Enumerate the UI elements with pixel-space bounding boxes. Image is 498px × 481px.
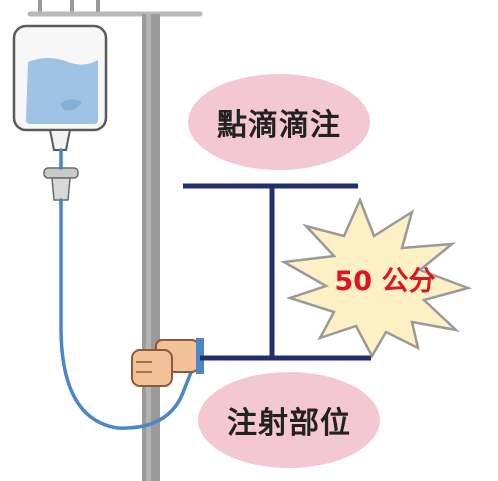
height-bracket bbox=[183, 183, 371, 361]
iv-bag bbox=[12, 24, 108, 151]
drip-chamber bbox=[43, 167, 79, 201]
drip-site-label: 點滴滴注 bbox=[188, 74, 370, 170]
iv-hook bbox=[27, 0, 203, 17]
injection-site-label: 注射部位 bbox=[198, 372, 380, 468]
starburst bbox=[280, 196, 473, 359]
height-difference-label: 50 公分 bbox=[334, 265, 436, 297]
iv-tube bbox=[59, 148, 200, 430]
